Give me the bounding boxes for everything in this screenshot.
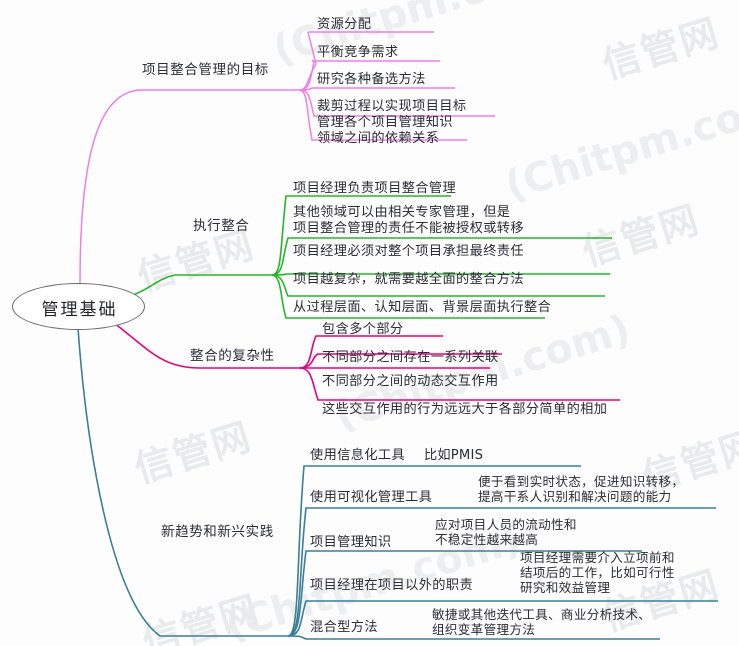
leaf-node-detail[interactable]: 项目经理需要介入立项前和 结项后的工作，比如可行性 研究和效益管理 [520, 550, 675, 595]
leaf-node-detail[interactable]: 比如PMIS [424, 448, 484, 463]
leaf-node[interactable]: 项目经理负责项目整合管理 [293, 181, 457, 196]
leaf-node[interactable]: 不同部分之间存在一系列关联 [322, 350, 499, 365]
watermark-site-en: (Chitpm.com) [499, 76, 739, 210]
leaf-node-detail[interactable]: 敏捷或其他迭代工具、商业分析技术、 组织变革管理方法 [432, 607, 652, 637]
leaf-node[interactable]: 资源分配 [317, 17, 372, 32]
leaf-node[interactable]: 不同部分之间的动态交互作用 [322, 374, 499, 389]
leaf-node[interactable]: 研究各种备选方法 [317, 72, 426, 87]
watermark-site-cn: 信管网 [137, 587, 265, 646]
root-node[interactable]: 管理基础 [12, 283, 145, 330]
branch-label-goal[interactable]: 项目整合管理的目标 [142, 62, 269, 78]
leaf-node[interactable]: 其他领域可以由相关专家管理，但是 项目整合管理的责任不能被授权或转移 [293, 205, 524, 236]
leaf-node[interactable]: 平衡竞争需求 [317, 45, 399, 60]
leaf-node-detail[interactable]: 应对项目人员的流动性和 不稳定性越来越高 [435, 517, 577, 547]
watermark-site-cn: 信管网 [597, 10, 725, 88]
root-node-label: 管理基础 [41, 300, 118, 320]
leaf-node[interactable]: 使用信息化工具 [310, 448, 406, 463]
leaf-node[interactable]: 混合型方法 [310, 620, 378, 635]
leaf-node[interactable]: 包含多个部分 [322, 322, 404, 337]
branch-label-execute[interactable]: 执行整合 [193, 218, 250, 234]
leaf-node-detail[interactable]: 便于看到实时状态，促进知识转移， 提高干系人识别和解决问题的能力 [478, 474, 685, 504]
leaf-node[interactable]: 这些交互作用的行为远远大于各部分简单的相加 [322, 402, 608, 417]
leaf-node[interactable]: 项目经理必须对整个项目承担最终责任 [293, 244, 524, 259]
watermark-site-en: (Chitpm.com) [267, 0, 574, 74]
branch-label-trends[interactable]: 新趋势和新兴实践 [161, 524, 274, 540]
leaf-node[interactable]: 项目管理知识 [310, 535, 392, 550]
leaf-node[interactable]: 项目越复杂，就需要越全面的整合方法 [293, 272, 524, 287]
leaf-node[interactable]: 裁剪过程以实现项目目标 [317, 99, 467, 114]
branch-label-complexity[interactable]: 整合的复杂性 [190, 348, 275, 364]
leaf-node[interactable]: 管理各个项目管理知识 领域之间的依赖关系 [317, 115, 453, 146]
leaf-node[interactable]: 使用可视化管理工具 [310, 490, 433, 505]
leaf-node[interactable]: 项目经理在项目以外的职责 [310, 578, 474, 593]
leaf-node[interactable]: 从过程层面、认知层面、背景层面执行整合 [293, 300, 552, 315]
watermark-site-cn: 信管网 [577, 197, 705, 275]
watermark-site-cn: 信管网 [129, 414, 257, 492]
